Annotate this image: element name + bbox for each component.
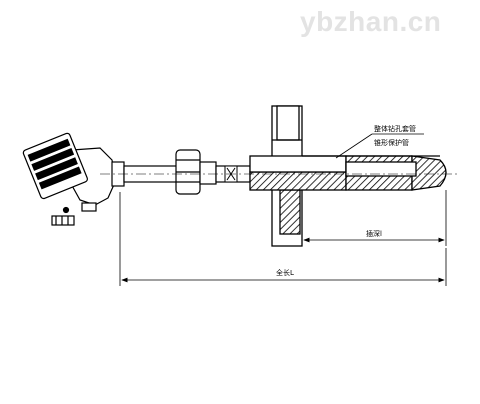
note-leader xyxy=(335,133,424,159)
insert-length-label: 插深l xyxy=(366,229,382,238)
total-length-dimension xyxy=(119,192,447,286)
insert-length-dimension xyxy=(301,190,447,246)
thermowell-section xyxy=(249,155,447,191)
total-length-label: 全长L xyxy=(276,268,294,277)
union-fitting xyxy=(175,149,251,195)
note-line-1: 整体钻孔套管 xyxy=(374,124,416,133)
junction-box xyxy=(22,132,125,226)
note-line-2: 锥形保护管 xyxy=(374,138,409,147)
watermark: ybzhan.cn xyxy=(300,6,442,37)
